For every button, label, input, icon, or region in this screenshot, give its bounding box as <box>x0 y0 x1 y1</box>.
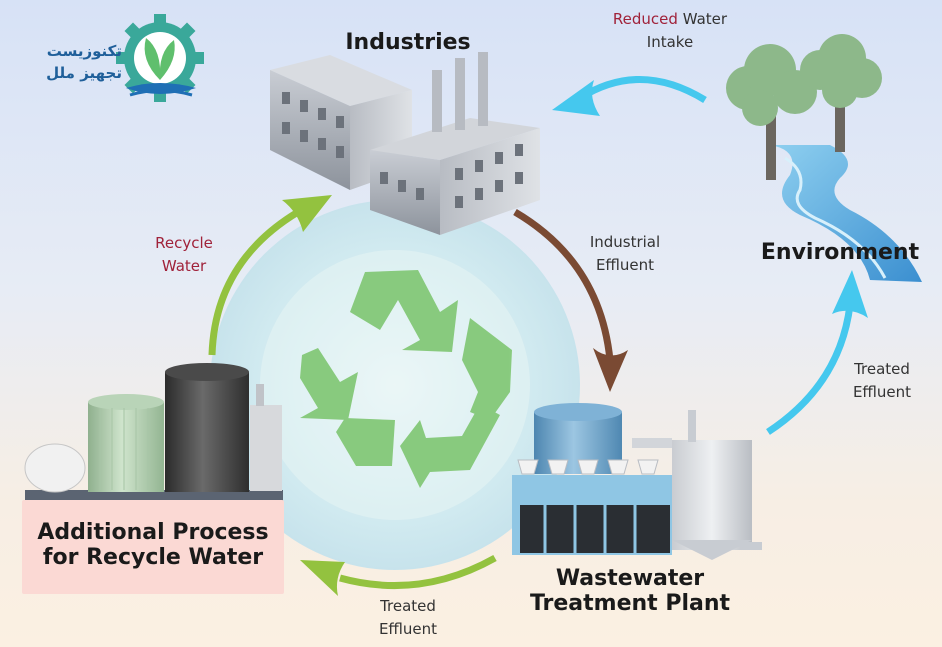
industries-title: Industries <box>345 30 471 55</box>
intake-word: Intake <box>646 33 694 52</box>
wastewater-title-line1: Wastewater <box>555 566 705 591</box>
logo-text-line1: تکنوزیست <box>46 42 122 60</box>
treatment-plant-icon <box>512 403 762 560</box>
treated-effluent-bottom-arrow <box>300 554 497 596</box>
recycle-water-line1: Recycle <box>155 234 213 252</box>
factory-icon <box>270 52 540 235</box>
reduced-word: Reduced <box>612 10 678 28</box>
reduced-water-intake-label: Reduced Water Intake <box>585 8 755 55</box>
treated-effluent-right-label: Treated Effluent <box>822 358 942 405</box>
treated-effluent-bottom-line2: Effluent <box>378 620 438 639</box>
environment-icon <box>726 34 922 282</box>
additional-process-icon <box>24 363 283 502</box>
recycle-icon <box>300 270 512 488</box>
treated-effluent-right-line1: Treated <box>854 360 910 378</box>
recycle-water-line2: Water <box>161 257 207 276</box>
wastewater-title-line2: Treatment Plant <box>529 591 731 617</box>
treated-effluent-right-arrow <box>766 270 868 435</box>
additional-process-line1: Additional Process <box>37 520 269 545</box>
recycle-water-arrow <box>208 195 332 356</box>
additional-process-title: Additional Process for Recycle Water <box>22 520 284 571</box>
industrial-effluent-arrow <box>513 208 628 392</box>
logo-text-line2: تجهیز ملل <box>46 64 122 82</box>
additional-process-line2: for Recycle Water <box>42 545 264 571</box>
recycle-water-label: Recycle Water <box>124 232 244 279</box>
industrial-effluent-label: Industrial Effluent <box>565 231 685 278</box>
treated-effluent-bottom-label: Treated Effluent <box>348 595 468 642</box>
additional-process-box <box>22 500 284 594</box>
industrial-effluent-line2: Effluent <box>595 256 655 275</box>
wastewater-title: Wastewater Treatment Plant <box>505 566 755 617</box>
reduced-water-intake-arrow <box>552 76 707 116</box>
water-word: Water <box>682 10 728 28</box>
industrial-effluent-line1: Industrial <box>589 233 661 251</box>
logo-icon <box>116 14 204 102</box>
treated-effluent-bottom-line1: Treated <box>380 597 436 615</box>
environment-title: Environment <box>760 240 920 265</box>
treated-effluent-right-line2: Effluent <box>852 383 912 402</box>
